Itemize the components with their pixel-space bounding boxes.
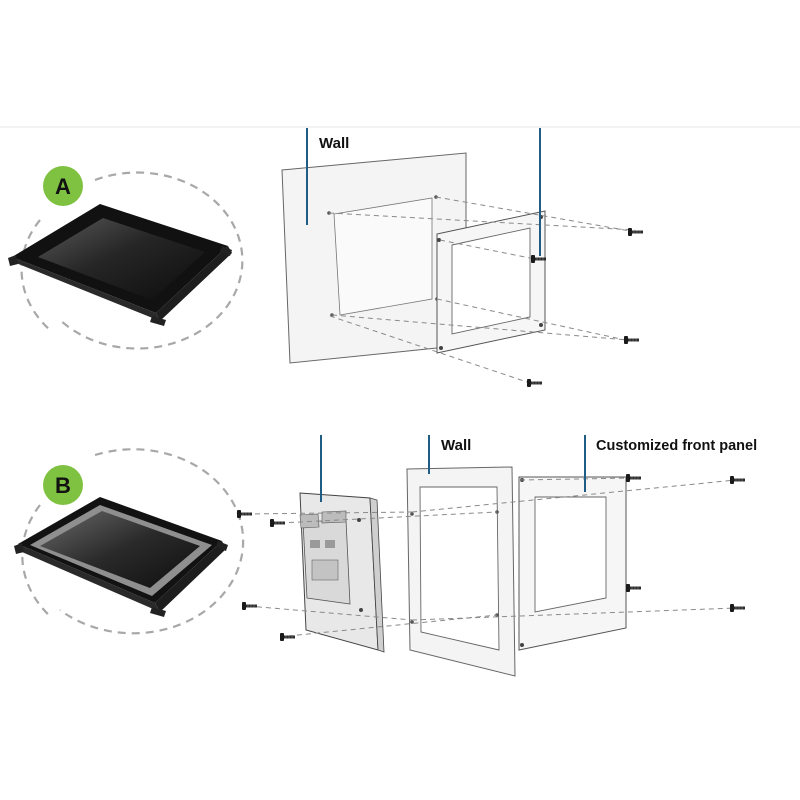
wall-cutout-a xyxy=(333,197,433,316)
screw-icon xyxy=(625,473,642,483)
badge-b-letter: B xyxy=(55,473,71,498)
screw-icon xyxy=(269,518,286,528)
screw-icon xyxy=(236,509,253,519)
screw-icon xyxy=(526,378,543,388)
front-panel-window-b xyxy=(534,496,607,613)
variant-b: B xyxy=(14,435,757,677)
badge-a-letter: A xyxy=(55,174,71,199)
screw-icon xyxy=(729,475,746,485)
wall-label-a: Wall xyxy=(319,135,349,152)
dashed-circle-b xyxy=(21,448,245,635)
dashed-circle-a xyxy=(20,171,244,350)
screw-icon xyxy=(279,632,296,642)
screw-icon xyxy=(627,227,644,237)
screw-icon xyxy=(623,335,640,345)
variant-a: A xyxy=(8,128,644,388)
front-panel-window-a xyxy=(451,227,531,335)
wall-label-b: Wall xyxy=(441,437,471,454)
screw-icon xyxy=(729,603,746,613)
monitor-icon xyxy=(14,497,228,617)
screw-icon xyxy=(241,601,258,611)
badge-a: A xyxy=(43,166,83,206)
monitor-icon xyxy=(8,204,232,326)
wall-cutout-b xyxy=(419,486,500,651)
front-panel-label-b: Customized front panel xyxy=(596,438,757,454)
screw-guides-a xyxy=(328,196,637,384)
screw-icon xyxy=(625,583,642,593)
monitor-back xyxy=(299,492,385,653)
screw-guides-b xyxy=(245,477,737,637)
badge-b: B xyxy=(43,465,83,505)
